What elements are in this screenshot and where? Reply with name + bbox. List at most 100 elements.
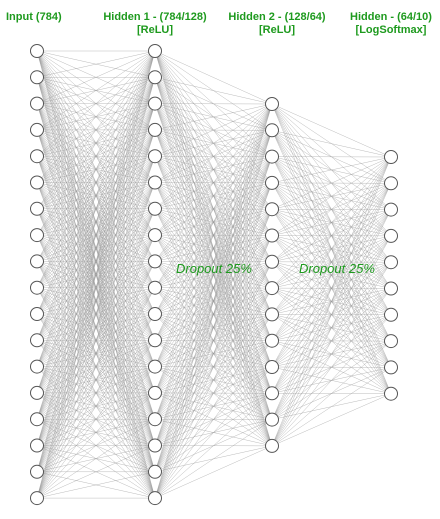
neuron-layer0-17 xyxy=(30,491,44,506)
edge-l0-1-0 xyxy=(36,50,156,78)
edge-l0-8-0 xyxy=(36,50,156,262)
layer-label-input: Input (784) xyxy=(6,11,62,24)
edge-l1-7-0 xyxy=(154,103,273,236)
neuron-layer1-12 xyxy=(148,359,162,374)
edge-l1-9-0 xyxy=(154,103,273,288)
edge-l1-17-7 xyxy=(154,287,273,499)
edge-l1-8-0 xyxy=(154,103,273,262)
neuron-layer3-1 xyxy=(384,176,398,191)
neuron-layer1-11 xyxy=(148,333,162,348)
edge-l2-4-0 xyxy=(271,156,392,210)
layer-activation: [ReLU] xyxy=(258,24,296,36)
edge-l2-0-0 xyxy=(271,103,392,158)
layer-name: Hidden 2 - (128/64) xyxy=(228,11,326,23)
layer-name: Hidden - (64/10) xyxy=(350,11,432,23)
edge-l1-14-0 xyxy=(154,103,273,420)
edge-l1-12-0 xyxy=(154,103,273,367)
neuron-layer2-10 xyxy=(265,360,279,374)
edge-l1-16-0 xyxy=(154,103,273,472)
edge-l0-11-0 xyxy=(36,50,156,341)
edge-l1-13-0 xyxy=(154,103,273,393)
edge-l0-17-7 xyxy=(36,235,156,499)
edge-l2-9-0 xyxy=(271,156,392,341)
neuron-layer2-7 xyxy=(265,281,279,296)
edge-l2-10-0 xyxy=(271,156,392,368)
edge-l2-13-9 xyxy=(271,393,392,447)
edge-l0-17-4 xyxy=(36,156,156,499)
edge-l0-12-0 xyxy=(36,50,156,367)
neuron-layer1-10 xyxy=(148,307,162,321)
edge-l1-15-0 xyxy=(154,103,273,446)
neuron-layer0-0 xyxy=(30,44,44,58)
neuron-layer0-16 xyxy=(30,464,44,479)
edge-l0-9-0 xyxy=(36,50,156,288)
edge-l0-3-0 xyxy=(36,50,156,131)
neuron-layer2-9 xyxy=(265,333,279,348)
edge-l1-17-2 xyxy=(154,156,273,499)
edge-l2-1-0 xyxy=(271,130,392,158)
edge-l0-17-5 xyxy=(36,182,156,499)
edge-l0-2-0 xyxy=(36,50,156,104)
neuron-layer0-15 xyxy=(30,438,44,453)
neuron-layer0-12 xyxy=(30,359,44,374)
edge-l2-3-0 xyxy=(271,156,392,184)
neuron-layer1-4 xyxy=(148,149,162,164)
neuron-layer0-11 xyxy=(30,333,44,348)
neuron-layer1-7 xyxy=(148,228,162,243)
edge-l1-3-0 xyxy=(154,103,273,131)
edge-l0-17-10 xyxy=(36,313,156,499)
neuron-layer1-1 xyxy=(148,70,162,85)
edge-l0-17-15 xyxy=(36,445,156,499)
layer-name: Input (784) xyxy=(6,11,62,23)
neuron-layer0-1 xyxy=(30,70,44,85)
dropout-label-1: Dropout 25% xyxy=(176,261,252,276)
neuron-layer2-6 xyxy=(265,254,279,269)
neuron-layer0-2 xyxy=(30,96,44,111)
edge-l1-17-1 xyxy=(154,130,273,499)
edge-l2-5-0 xyxy=(271,156,392,236)
layer-label-hidden-1: Hidden 1 - (784/128) [ReLU] xyxy=(100,11,210,37)
neuron-layer2-8 xyxy=(265,307,279,322)
edge-l1-17-6 xyxy=(154,261,273,499)
edge-l1-17-12 xyxy=(154,419,273,499)
neuron-layer3-2 xyxy=(384,202,398,217)
edge-l0-17-13 xyxy=(36,392,156,499)
edge-l0-17-2 xyxy=(36,103,156,499)
connection-edges xyxy=(36,50,392,499)
neuron-layer1-15 xyxy=(148,438,162,453)
edge-l2-11-0 xyxy=(271,156,392,394)
edge-l1-17-10 xyxy=(154,366,273,499)
edge-l1-4-0 xyxy=(154,103,273,157)
edge-l2-13-2 xyxy=(271,209,392,447)
edge-l2-13-1 xyxy=(271,183,392,446)
edge-l2-13-6 xyxy=(271,314,392,447)
edge-l2-13-3 xyxy=(271,235,392,447)
edge-l1-17-13 xyxy=(154,445,273,499)
edge-l2-8-0 xyxy=(271,156,392,315)
neuron-layer1-3 xyxy=(148,122,162,137)
edge-l1-17-11 xyxy=(154,393,273,499)
neuron-layer2-5 xyxy=(265,228,279,243)
neuron-layer3-7 xyxy=(384,334,398,349)
neuron-layer3-9 xyxy=(384,386,398,401)
neuron-layer1-13 xyxy=(148,385,162,400)
neuron-layer0-10 xyxy=(30,307,44,321)
neuron-layer1-8 xyxy=(148,254,162,269)
neuron-layer0-6 xyxy=(30,201,44,216)
edge-l1-17-3 xyxy=(154,182,273,499)
neuron-layer3-4 xyxy=(384,255,398,270)
edge-l0-17-1 xyxy=(36,77,156,499)
edge-l2-12-0 xyxy=(271,156,392,420)
edge-l0-10-0 xyxy=(36,50,156,315)
neuron-layer0-9 xyxy=(30,280,44,295)
neuron-layer0-7 xyxy=(30,228,44,243)
neuron-layer2-2 xyxy=(265,149,279,164)
edge-l1-17-0 xyxy=(154,103,273,499)
edge-l1-10-0 xyxy=(154,103,273,315)
neuron-layer2-1 xyxy=(265,123,279,138)
neuron-layer2-12 xyxy=(265,412,279,427)
layer-activation: [ReLU] xyxy=(136,24,174,36)
edge-l0-14-0 xyxy=(36,50,156,420)
edge-l2-13-7 xyxy=(271,340,392,447)
